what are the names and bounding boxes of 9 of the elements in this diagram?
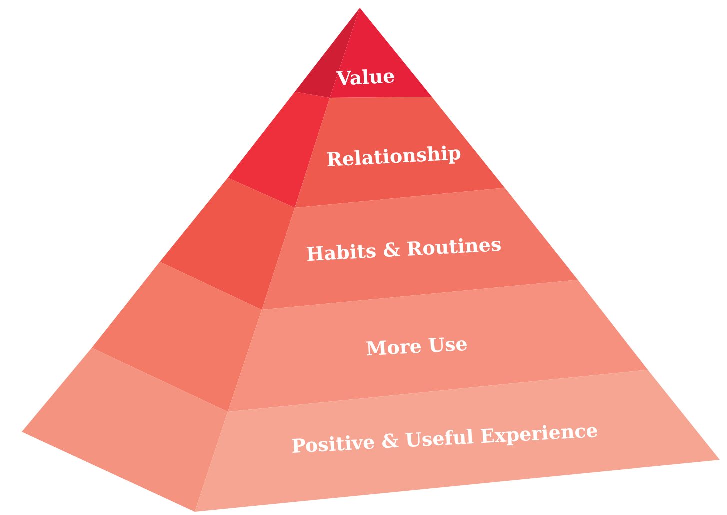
- layer-label: Habits & Routines: [306, 234, 502, 266]
- pyramid-layer: [295, 8, 432, 98]
- pyramid-layer: [228, 92, 505, 208]
- layer-label: Value: [336, 65, 396, 91]
- pyramid-layer: [160, 178, 578, 310]
- layer-label: Relationship: [326, 142, 462, 172]
- pyramid-layer: [92, 262, 648, 412]
- layer-label: Positive & Useful Experience: [291, 420, 599, 458]
- layer-label: More Use: [366, 333, 468, 361]
